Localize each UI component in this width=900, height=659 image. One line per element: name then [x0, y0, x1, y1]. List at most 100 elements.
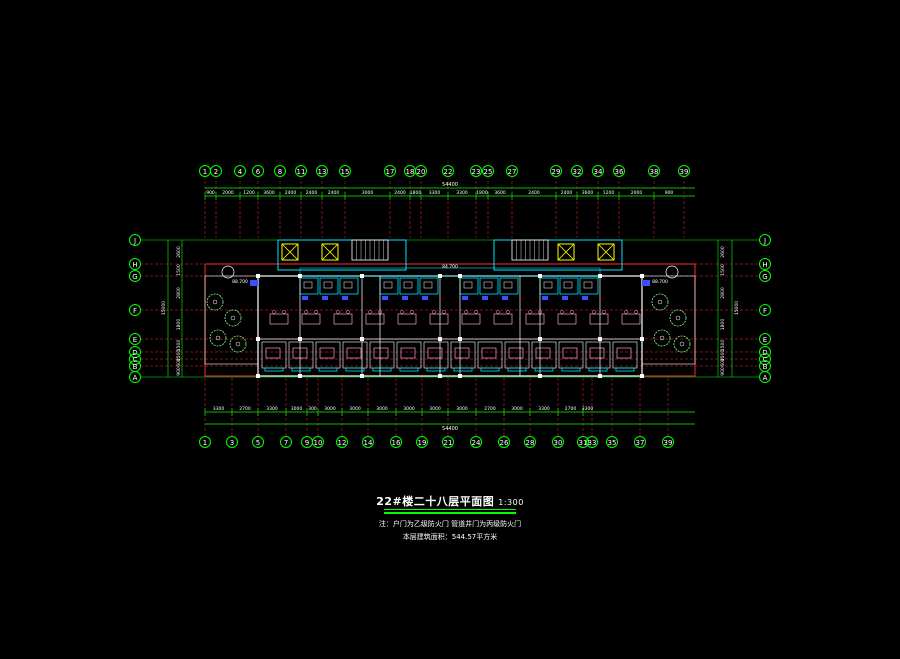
bedroom [369, 341, 395, 369]
tree-trunk [657, 299, 663, 305]
door-marker [342, 296, 348, 300]
axis-label-top-bubble [252, 165, 264, 177]
fixture [343, 281, 353, 289]
column [298, 374, 302, 378]
axis-label-top: 36 [615, 168, 624, 176]
dining-table [333, 313, 353, 325]
bedroom [342, 341, 368, 369]
chair [314, 310, 318, 314]
axis-label-bottom: 21 [444, 439, 453, 447]
title-underline [384, 509, 516, 510]
column [598, 274, 602, 278]
axis-label-bottom: 24 [472, 439, 481, 447]
dining-table [365, 313, 385, 325]
elevator-cross [597, 243, 615, 261]
axis-label-bottom-bubble [199, 436, 211, 448]
elevator-shaft [557, 243, 575, 261]
chair [336, 310, 340, 314]
axis-label-bottom: 3 [230, 439, 234, 447]
axis-label-bottom-bubble [390, 436, 402, 448]
dim-right: 2600 [720, 246, 726, 258]
axis-label-bottom: 7 [284, 439, 288, 447]
axis-label-bottom-bubble [498, 436, 510, 448]
tree [224, 309, 242, 327]
dim-top: 900 [665, 190, 674, 196]
balcony-left [204, 275, 259, 365]
column [598, 374, 602, 378]
bathroom [499, 277, 519, 295]
door-marker [402, 296, 408, 300]
axis-label-left-bubble [129, 304, 141, 316]
bathroom [339, 277, 359, 295]
elevation-left: 88.700 [232, 279, 248, 285]
axis-label-bottom-bubble [662, 436, 674, 448]
axis-label-top: 22 [444, 168, 453, 176]
axis-label-top: 17 [386, 168, 395, 176]
bathroom [399, 277, 419, 295]
axis-label-top-bubble [678, 165, 690, 177]
shrub [221, 265, 235, 279]
axis-label-left-bubble [129, 258, 141, 270]
column [640, 374, 644, 378]
dim-left: 1500 [176, 350, 182, 362]
chair [560, 310, 564, 314]
column [438, 374, 442, 378]
axis-label-bottom: 14 [364, 439, 373, 447]
door-marker [382, 296, 388, 300]
dim-top: 1800 [476, 190, 488, 196]
plan-note-doors: 注：户门为乙级防火门 管道井门为丙级防火门 [378, 520, 522, 528]
axis-label-top: 1 [203, 168, 207, 176]
axis-label-bottom: 12 [338, 439, 347, 447]
axis-label-bottom-bubble [442, 436, 454, 448]
axis-label-bottom: 5 [256, 439, 260, 447]
fixture [303, 281, 313, 289]
dining-table [557, 313, 577, 325]
window [534, 367, 554, 372]
dim-top: 900 [206, 190, 215, 196]
bedroom [477, 341, 503, 369]
axis-label-bottom-bubble [577, 436, 589, 448]
window [372, 367, 392, 372]
bedroom [612, 341, 638, 369]
dim-top: 3600 [582, 190, 594, 196]
axis-label-bottom: 30 [554, 439, 563, 447]
axis-label-top: 11 [297, 168, 306, 176]
dining-table [397, 313, 417, 325]
chair [474, 310, 478, 314]
dim-right: 1500 [720, 350, 726, 362]
column [438, 274, 442, 278]
axis-label-right-bubble [759, 333, 771, 345]
chair [506, 310, 510, 314]
bedroom [558, 341, 584, 369]
fixture [423, 281, 433, 289]
bathroom [579, 277, 599, 295]
axis-label-top: 6 [256, 168, 261, 176]
axis-label-top-bubble [571, 165, 583, 177]
plan-scale: 1:300 [498, 498, 524, 507]
window [561, 367, 581, 372]
column [360, 337, 364, 341]
elevator-shaft [597, 243, 615, 261]
window [399, 367, 419, 372]
column [360, 274, 364, 278]
bed [589, 347, 605, 359]
elevation-center: 84.700 [442, 264, 458, 270]
axis-label-bottom: 33 [588, 439, 597, 447]
column [256, 374, 260, 378]
column [598, 337, 602, 341]
axis-label-right-bubble [759, 304, 771, 316]
axis-label-top-bubble [295, 165, 307, 177]
axis-label-top: 38 [650, 168, 659, 176]
axis-label-bottom-bubble [312, 436, 324, 448]
corridor [299, 267, 601, 277]
tree-trunk [679, 341, 685, 347]
bathroom [459, 277, 479, 295]
dining-table [621, 313, 641, 325]
bathroom [379, 277, 399, 295]
axis-label-left-bubble [129, 234, 141, 246]
bedroom [504, 341, 530, 369]
dim-bottom: 3000 [403, 406, 415, 412]
tree [229, 335, 247, 353]
bedroom [288, 341, 314, 369]
